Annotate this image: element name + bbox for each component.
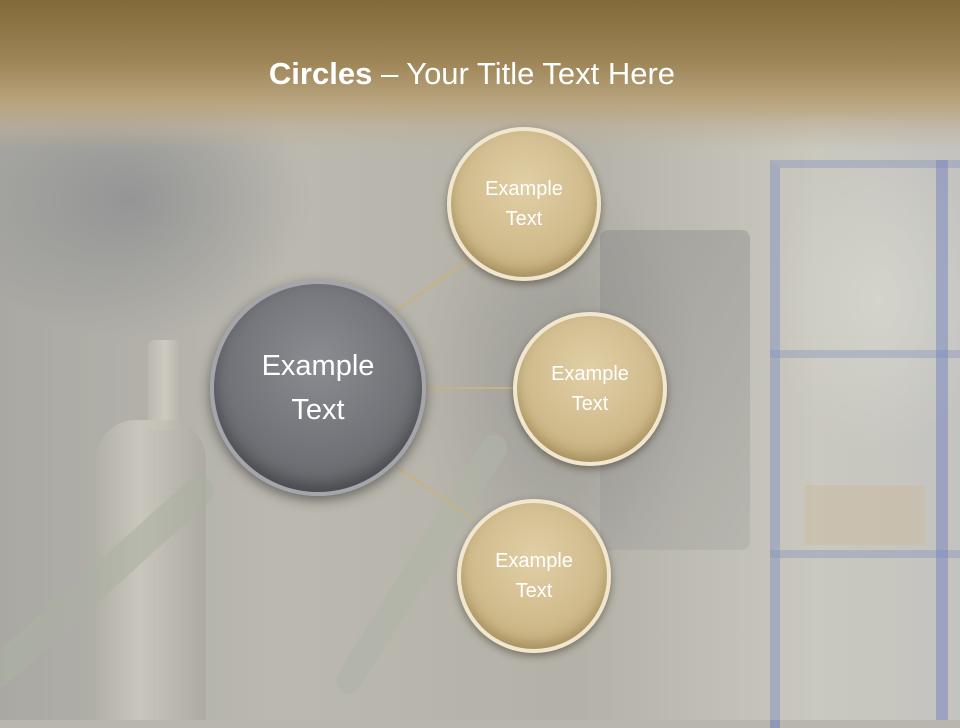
background-shelf-row (770, 350, 960, 358)
background-shelf-row (770, 550, 960, 558)
node-label-line1: Example (485, 178, 563, 200)
node-circle-middle[interactable]: Example Text (513, 312, 667, 466)
node-circle-top[interactable]: Example Text (447, 127, 601, 281)
background-box (805, 485, 925, 545)
node-circle-bottom[interactable]: Example Text (457, 499, 611, 653)
node-label-line2: Text (515, 580, 553, 602)
background-shelf (770, 160, 960, 728)
title-band (0, 0, 960, 150)
hub-label-line2: Text (291, 394, 345, 426)
connector-bottom (395, 465, 475, 521)
connector-top (393, 255, 475, 313)
title-rest-text: – Your Title Text Here (372, 56, 676, 91)
node-label-line1: Example (495, 550, 573, 572)
slide-title[interactable]: Circles – Your Title Text Here (0, 56, 944, 92)
node-label-line2: Text (571, 393, 609, 415)
node-label-line1: Example (551, 363, 629, 385)
background-gas-valve (148, 340, 182, 430)
hub-label-line1: Example (261, 350, 375, 382)
background-shelf-post (936, 160, 948, 720)
node-label-line2: Text (505, 208, 543, 230)
title-bold-text: Circles (268, 56, 373, 91)
hub-circle[interactable]: Example Text (210, 280, 426, 496)
